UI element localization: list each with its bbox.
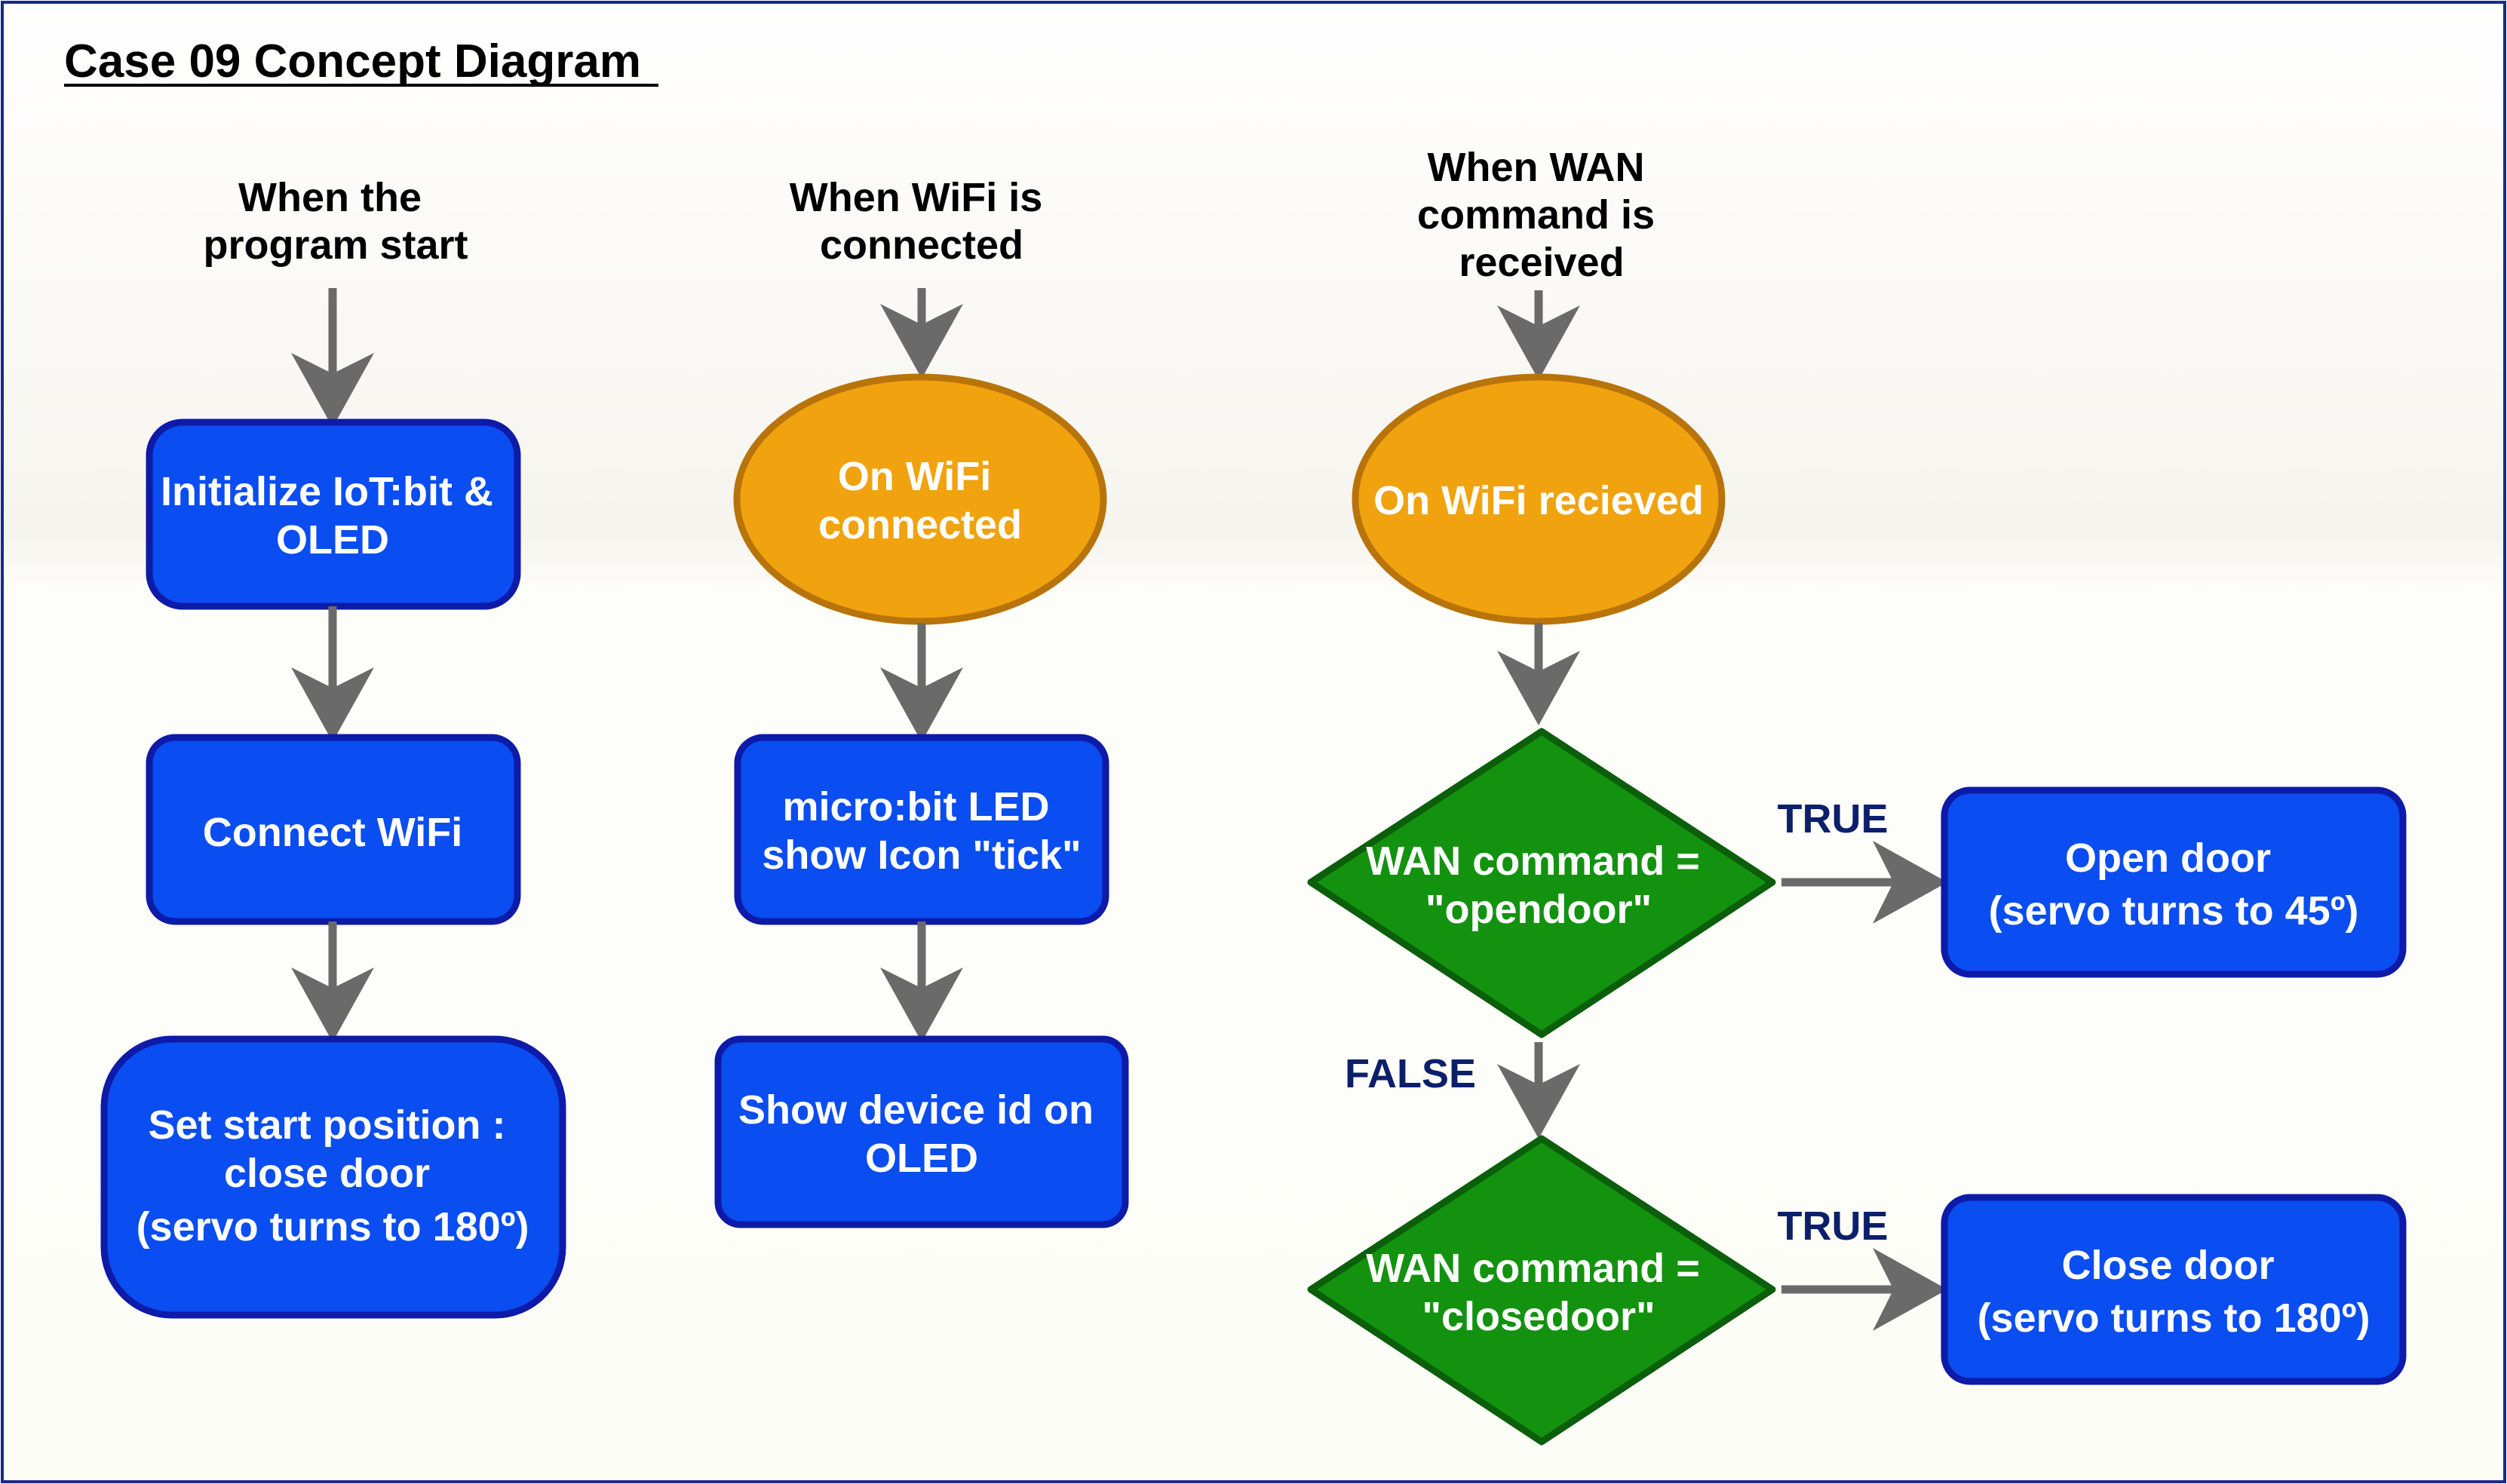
true-label-closedoor: TRUE [1778, 1203, 1889, 1249]
process-initialize-iotbit-text: Initialize IoT:bit & OLED [161, 469, 505, 563]
process-show-tick-icon-text: micro:bit LED show Icon "tick" [762, 784, 1081, 878]
event-on-wifi-received-text: On WiFi recieved [1373, 478, 1704, 523]
true-label-opendoor: TRUE [1778, 796, 1889, 842]
false-label: FALSE [1345, 1051, 1476, 1096]
decision-closedoor [1307, 1135, 1776, 1446]
process-connect-wifi-text: Connect WiFi [203, 810, 463, 855]
trigger-caption-wan: When WAN command is received [1417, 145, 1666, 285]
process-show-device-id-text: Show device id on OLED [738, 1087, 1105, 1181]
trigger-caption-start: When the program start [203, 175, 468, 268]
event-on-wifi-connected-text: On WiFi connected [818, 454, 1022, 547]
process-set-start-position-text: Set start position : close door (servo t… [137, 1102, 529, 1249]
event-on-wifi-received [1352, 373, 1726, 625]
process-open-door-text: Open door (servo turns to 45º) [1989, 836, 2359, 934]
page-title: Case 09 Concept Diagram [64, 35, 641, 87]
process-show-device-id [714, 1035, 1129, 1228]
decision-opendoor [1307, 728, 1776, 1038]
process-show-tick-icon [734, 734, 1109, 925]
decision-opendoor-text: WAN command = "opendoor" [1366, 839, 1711, 932]
event-on-wifi-connected [733, 373, 1107, 625]
process-open-door [1941, 786, 2407, 978]
trigger-caption-wifi: When WiFi is connected [790, 175, 1054, 268]
process-close-door-text: Close door (servo turns to 180º) [1978, 1243, 2370, 1341]
process-initialize-iotbit [146, 419, 521, 610]
decision-closedoor-text: WAN command = "closedoor" [1366, 1246, 1711, 1339]
process-set-start-position [100, 1035, 566, 1319]
process-close-door [1941, 1194, 2407, 1385]
